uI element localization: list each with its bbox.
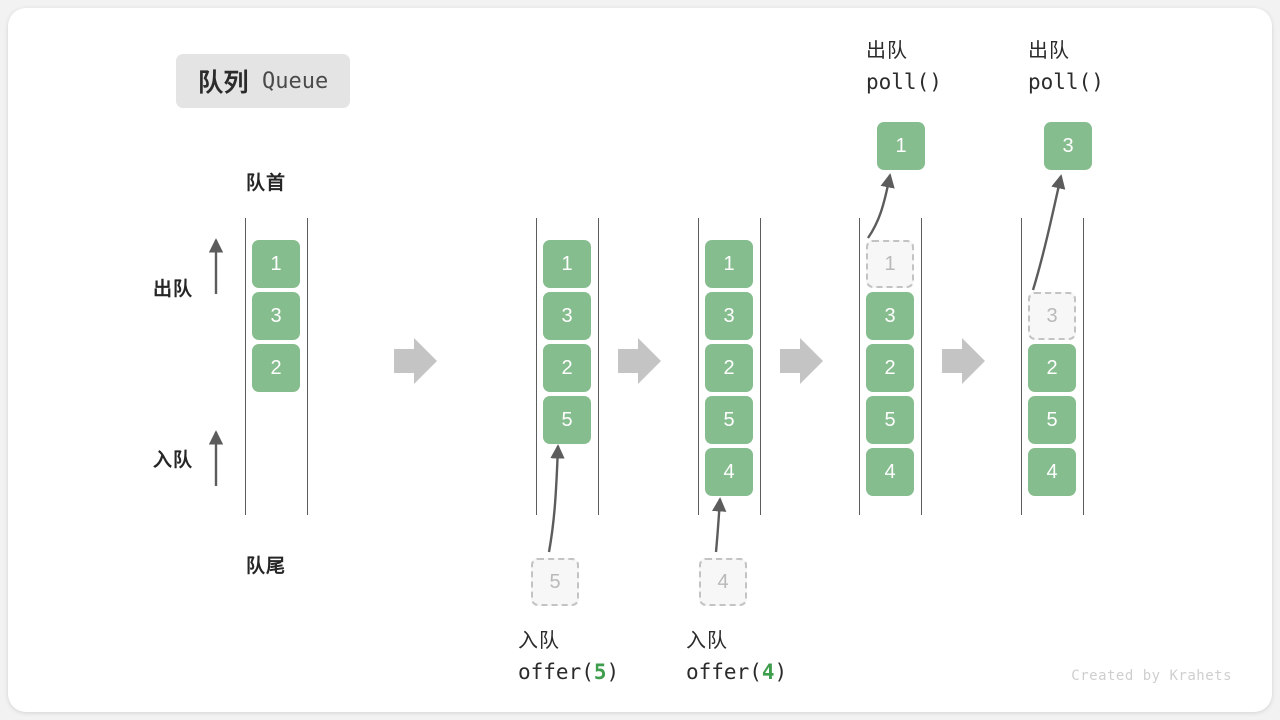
caption-close: ): [929, 70, 942, 94]
caption-line-code: offer(5): [518, 656, 619, 688]
caption-poll-3: 出队 poll(): [1028, 36, 1104, 98]
polled-value-box: 1: [877, 122, 925, 170]
caption-close: ): [774, 660, 788, 684]
queue-slot: 5: [705, 396, 753, 444]
caption-op: offer(: [518, 660, 594, 684]
dequeue-direction-label: 出队: [153, 279, 194, 300]
queue-slot: 5: [543, 396, 591, 444]
queue-state-poll-1: 1 3 2 5 4: [859, 218, 922, 515]
queue-slot: 2: [705, 344, 753, 392]
queue-slot-removed: 1: [866, 240, 914, 288]
queue-rail-left: [1021, 218, 1022, 515]
queue-rail-left: [859, 218, 860, 515]
queue-slot: 1: [543, 240, 591, 288]
caption-close: ): [606, 660, 620, 684]
caption-poll-1: 出队 poll(): [866, 36, 942, 98]
diagram-card: 队列 Queue 队首 队尾 出队 入队 1 3 2 1 3 2 5 5 入队 …: [8, 8, 1272, 712]
caption-op: poll(: [866, 70, 930, 94]
queue-slot: 1: [705, 240, 753, 288]
caption-line-cn: 出队: [866, 40, 908, 62]
queue-slot: 4: [866, 448, 914, 496]
front-label: 队首: [246, 173, 287, 194]
pending-enqueue-box: 4: [699, 558, 747, 606]
enqueue-direction-label: 入队: [153, 450, 194, 471]
caption-op: poll(: [1028, 70, 1092, 94]
queue-slot: 2: [1028, 344, 1076, 392]
title-chinese: 队列: [198, 69, 250, 97]
queue-rail-right: [307, 218, 308, 515]
queue-slot: 3: [252, 292, 300, 340]
queue-rail-left: [245, 218, 246, 515]
queue-slot: 5: [866, 396, 914, 444]
caption-op: offer(: [686, 660, 762, 684]
caption-line-cn: 入队: [518, 630, 560, 652]
queue-rail-right: [1083, 218, 1084, 515]
queue-rail-left: [536, 218, 537, 515]
queue-state-offer-4: 1 3 2 5 4: [698, 218, 761, 515]
queue-slot: 1: [252, 240, 300, 288]
caption-arg: 5: [593, 660, 607, 684]
queue-slot: 4: [705, 448, 753, 496]
caption-line-code: poll(): [866, 66, 942, 98]
caption-offer-5: 入队 offer(5): [518, 626, 619, 688]
queue-rail-left: [698, 218, 699, 515]
polled-value-box: 3: [1044, 122, 1092, 170]
title-english: Queue: [262, 68, 329, 94]
caption-line-code: poll(): [1028, 66, 1104, 98]
queue-state-initial: 1 3 2: [245, 218, 308, 515]
diagram-title-badge: 队列 Queue: [176, 54, 351, 108]
queue-slot: 3: [543, 292, 591, 340]
queue-slot: 2: [866, 344, 914, 392]
queue-slot: 5: [1028, 396, 1076, 444]
queue-slot: 3: [866, 292, 914, 340]
queue-rail-right: [760, 218, 761, 515]
queue-rail-right: [598, 218, 599, 515]
caption-line-cn: 入队: [686, 630, 728, 652]
queue-state-poll-3: 3 2 5 4: [1021, 218, 1084, 515]
queue-slot: 4: [1028, 448, 1076, 496]
queue-slot: 3: [705, 292, 753, 340]
credit-text: Created by Krahets: [1071, 668, 1232, 684]
queue-slot-removed: 3: [1028, 292, 1076, 340]
rear-label: 队尾: [246, 556, 287, 577]
caption-line-cn: 出队: [1028, 40, 1070, 62]
caption-offer-4: 入队 offer(4): [686, 626, 787, 688]
queue-slot: 2: [543, 344, 591, 392]
queue-rail-right: [921, 218, 922, 515]
caption-arg: 4: [761, 660, 775, 684]
pending-enqueue-box: 5: [531, 558, 579, 606]
queue-state-offer-5: 1 3 2 5: [536, 218, 599, 515]
caption-line-code: offer(4): [686, 656, 787, 688]
queue-slot: 2: [252, 344, 300, 392]
caption-close: ): [1091, 70, 1104, 94]
